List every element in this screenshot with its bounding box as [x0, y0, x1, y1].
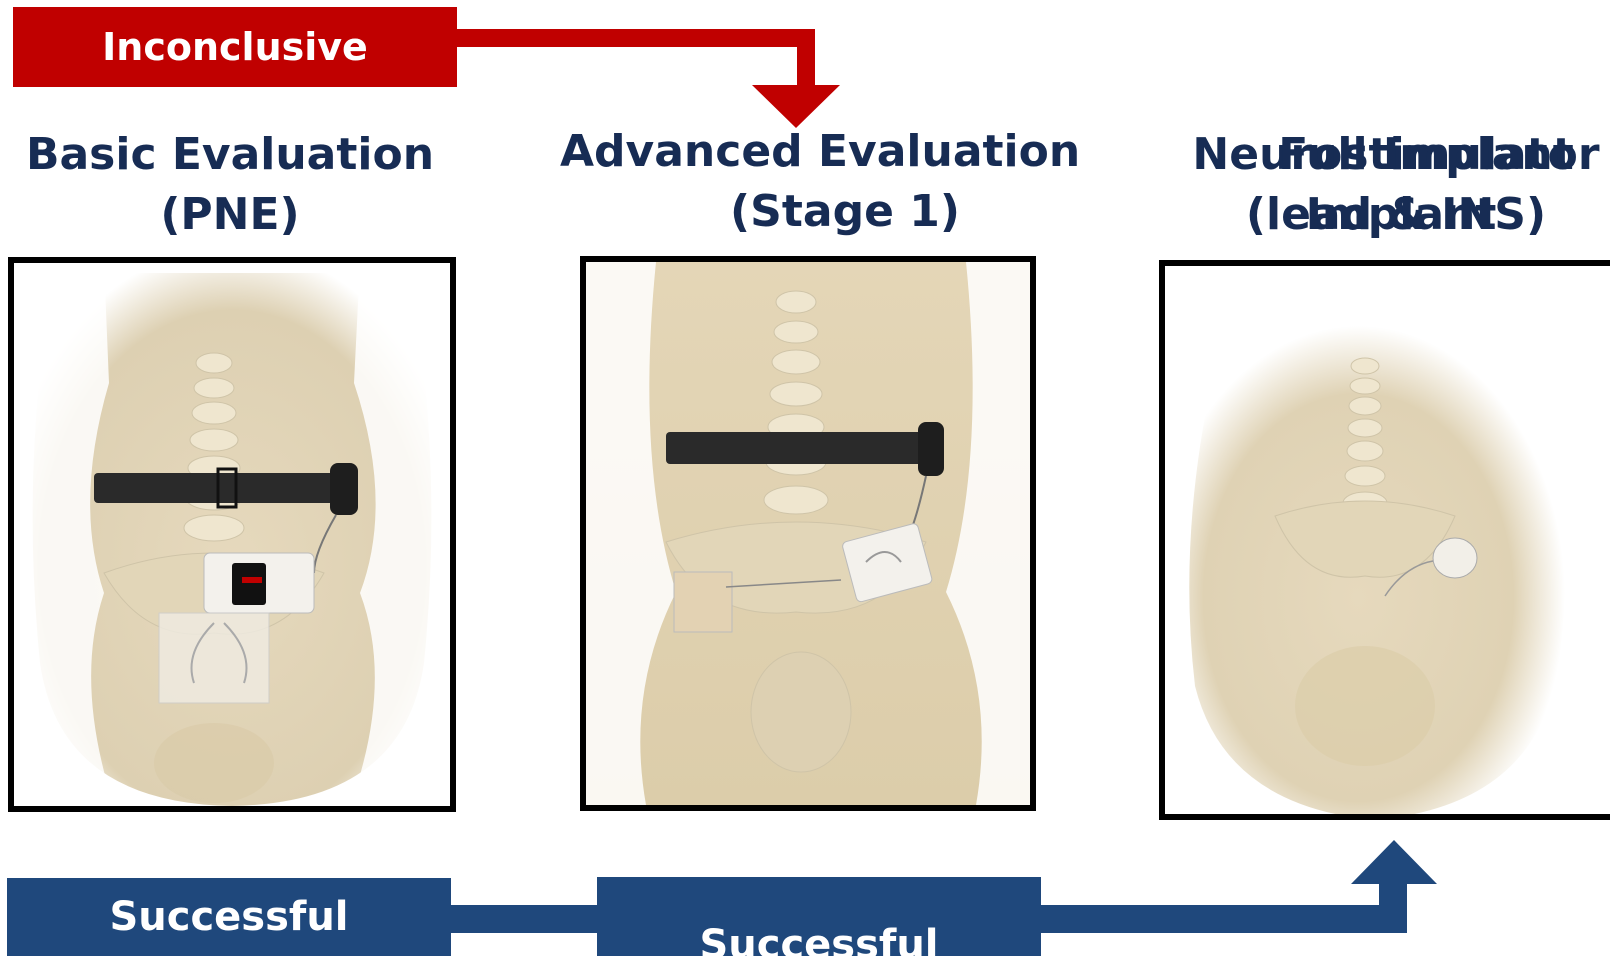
full-implant-heading: Neurostimulator (lead & INS) Full Implan…	[1186, 125, 1606, 245]
basic-evaluation-title: Basic Evaluation	[20, 125, 440, 185]
basic-evaluation-subtitle: (PNE)	[20, 185, 440, 245]
inconclusive-label: Inconclusive	[102, 25, 368, 69]
full-implant-overlay-text: Full Implant Implant	[1186, 125, 1606, 245]
successful-box-1: Successful	[7, 878, 451, 956]
successful-box-2: Successful	[597, 877, 1041, 956]
full-implant-panel	[1159, 260, 1610, 820]
successful-label-1: Successful	[109, 894, 348, 940]
advanced-evaluation-title: Advanced Evaluation	[560, 122, 1060, 182]
successful-arrowhead	[1351, 840, 1437, 884]
advanced-evaluation-heading: Advanced Evaluation (Stage 1)	[560, 122, 1060, 242]
inconclusive-arrow	[457, 38, 806, 87]
torso-with-belt-and-external-stimulator-icon	[14, 263, 450, 806]
torso-with-belt-and-lead-icon	[586, 262, 1030, 805]
basic-evaluation-panel	[8, 257, 456, 812]
torso-with-implanted-stimulator-icon	[1165, 266, 1610, 820]
advanced-evaluation-subtitle: (Stage 1)	[560, 182, 1060, 242]
inconclusive-box: Inconclusive	[13, 7, 457, 87]
basic-evaluation-heading: Basic Evaluation (PNE)	[20, 125, 440, 245]
full-implant-overlay-title: Full Implant	[1186, 125, 1606, 185]
full-implant-overlay-subtitle: Implant	[1186, 185, 1606, 245]
successful-connector-1	[451, 905, 597, 933]
advanced-evaluation-panel	[580, 256, 1036, 811]
successful-connector-2	[1041, 880, 1393, 919]
successful-label-2: Successful	[699, 922, 938, 956]
